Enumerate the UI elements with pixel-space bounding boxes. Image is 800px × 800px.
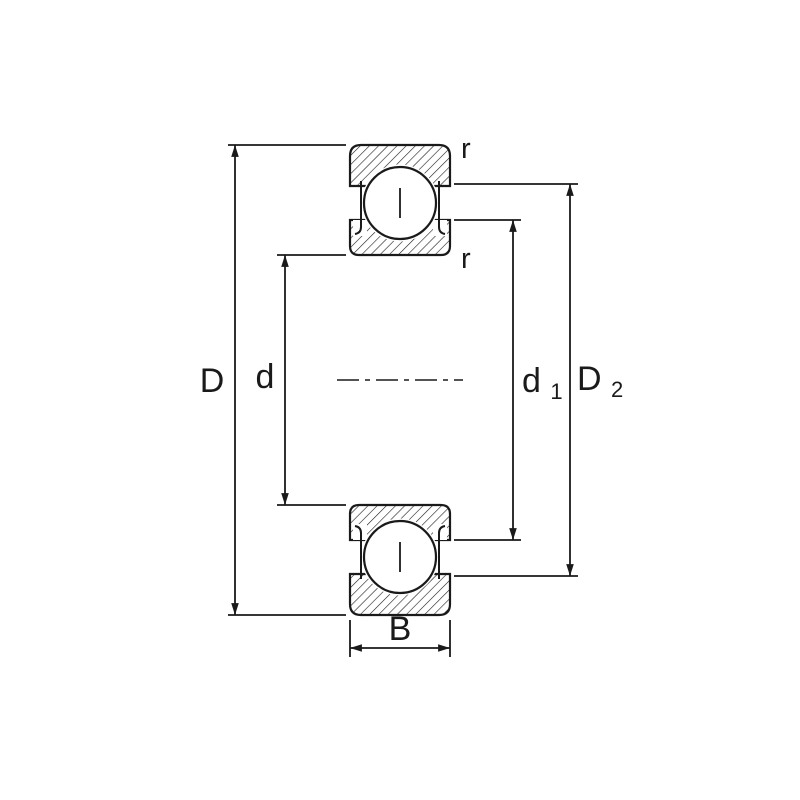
label-width: B bbox=[389, 610, 412, 648]
label-fillet-bore: r bbox=[461, 243, 471, 275]
bearing-bottom-section bbox=[348, 503, 452, 617]
shield-bottom-right bbox=[438, 525, 446, 579]
label-outer-shoulder: D 2 bbox=[577, 360, 623, 402]
dim-outer-shoulder bbox=[454, 183, 578, 577]
label-inner-shoulder-sub: 1 bbox=[550, 379, 562, 404]
label-outer-shoulder-sub: 2 bbox=[611, 377, 623, 402]
bearing-cross-section bbox=[337, 143, 463, 617]
shield-top-left bbox=[354, 181, 362, 235]
label-outer-shoulder-main: D bbox=[577, 360, 602, 398]
label-fillet-outer: r bbox=[461, 133, 471, 165]
label-outer-diameter: D bbox=[200, 362, 225, 400]
bearing-top-section bbox=[348, 143, 452, 257]
label-inner-shoulder-main: d bbox=[522, 362, 541, 400]
label-bore-diameter: d bbox=[256, 358, 275, 396]
dim-width bbox=[349, 620, 451, 657]
dimensions bbox=[228, 144, 578, 657]
shield-top-right bbox=[438, 181, 446, 235]
label-inner-shoulder: d 1 bbox=[522, 362, 563, 404]
dim-outer-diameter bbox=[228, 144, 346, 616]
dim-bore-diameter bbox=[277, 254, 346, 506]
dim-inner-shoulder bbox=[454, 219, 521, 541]
dimension-labels: D d d 1 D 2 B r r bbox=[200, 133, 624, 648]
shield-bottom-left bbox=[354, 525, 362, 579]
